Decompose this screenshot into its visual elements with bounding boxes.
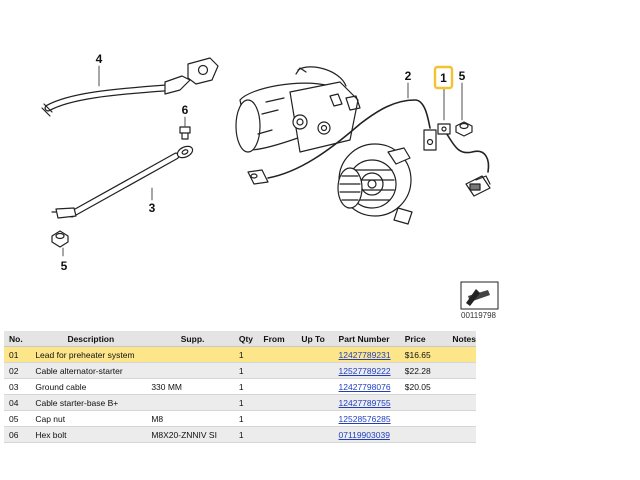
table-row[interactable]: 03 Ground cable 330 MM 1 12427798076 $20… [4,378,476,395]
cell-part-number: 12427798076 [333,378,400,395]
part-number-link[interactable]: 12527789222 [338,365,391,376]
part-number-link[interactable]: 12427798076 [338,381,391,392]
starter-motor [235,66,361,153]
cell-price: $22.28 [399,362,448,379]
part-5-cap-nut-left[interactable] [51,230,69,248]
cell-from [258,394,297,411]
cell-description: Ground cable [30,378,147,395]
cell-price: $20.05 [399,378,448,395]
header-part-number: Part Number [333,331,400,347]
cell-no: 05 [4,410,31,427]
cell-up-to [296,362,334,379]
cell-qty: 1 [233,362,259,379]
cell-description: Cap nut [30,410,147,427]
cell-notes [447,378,476,395]
callout-1[interactable]: 1 [440,71,447,85]
cell-up-to [296,426,334,443]
callout-6[interactable]: 6 [182,103,189,117]
header-price: Price [399,331,448,347]
cell-supp [146,346,234,363]
cell-part-number: 12427789755 [333,394,400,411]
cell-price: $16.65 [399,346,448,363]
cell-from [258,346,297,363]
callout-3[interactable]: 3 [149,201,156,215]
header-description: Description [30,331,147,347]
cell-notes [447,362,476,379]
part-1-lead-preheater[interactable] [437,123,491,197]
header-from: From [258,331,297,347]
cell-qty: 1 [233,426,259,443]
cell-no: 02 [4,362,31,379]
part-3-ground-cable[interactable] [51,144,194,219]
cell-from [258,410,297,427]
cell-notes [447,410,476,427]
header-supp: Supp. [146,331,234,347]
table-row[interactable]: 02 Cable alternator-starter 1 1252778922… [4,362,476,379]
cell-notes [447,394,476,411]
table-row[interactable]: 05 Cap nut M8 1 12528576285 [4,410,476,427]
cell-qty: 1 [233,394,259,411]
callout-1-highlight [433,65,454,90]
cell-price [399,394,448,411]
table-row[interactable]: 01 Lead for preheater system 1 124277892… [4,346,476,363]
cell-from [258,378,297,395]
table-row[interactable]: 04 Cable starter-base B+ 1 12427789755 [4,394,476,411]
callout-2[interactable]: 2 [405,69,412,83]
cell-notes [447,426,476,443]
cell-no: 04 [4,394,31,411]
table-row[interactable]: 06 Hex bolt M8X20-ZNNIV SI 1 07119903039 [4,426,476,443]
cell-description: Hex bolt [30,426,147,443]
part-number-link[interactable]: 07119903039 [338,429,390,440]
part-6-hex-bolt[interactable] [179,126,191,140]
callout-5-left[interactable]: 5 [61,259,68,273]
cell-up-to [296,346,334,363]
header-no: No. [4,331,31,347]
cell-price [399,426,448,443]
cell-up-to [296,378,334,395]
part-number-link[interactable]: 12528576285 [338,413,391,424]
cell-part-number: 12528576285 [333,410,400,427]
diagram-reference-number: 00119798 [461,311,496,320]
part-number-link[interactable]: 12427789231 [338,349,391,360]
cell-part-number: 12527789222 [333,362,400,379]
callout-4[interactable]: 4 [96,52,103,66]
cell-price [399,410,448,427]
cell-notes [447,346,476,363]
cell-supp: M8X20-ZNNIV SI [146,426,234,443]
cell-qty: 1 [233,410,259,427]
cell-supp: M8 [146,410,234,427]
cell-qty: 1 [233,346,259,363]
table-header-row: No. Description Supp. Qty From Up To Par… [4,331,476,347]
header-qty: Qty [233,331,259,347]
cell-up-to [296,394,334,411]
cell-supp: 330 MM [146,378,234,395]
cell-description: Lead for preheater system [30,346,147,363]
part-number-link[interactable]: 12427789755 [338,397,391,408]
part-4-cable[interactable] [41,57,219,117]
header-notes: Notes [447,331,476,347]
cell-no: 06 [4,426,31,443]
alternator [337,143,413,225]
cell-supp [146,394,234,411]
part-5-cap-nut-right[interactable] [455,121,473,137]
diagram-reference-icon [460,281,499,310]
header-up-to: Up To [296,331,334,347]
callout-5-right[interactable]: 5 [459,69,466,83]
cell-from [258,362,297,379]
cell-part-number: 07119903039 [333,426,400,443]
cell-no: 01 [4,346,31,363]
parts-diagram: 4 6 3 5 2 1 5 [41,52,499,310]
part-2-cable[interactable] [247,99,437,185]
cell-supp [146,362,234,379]
cell-up-to [296,410,334,427]
cell-description: Cable starter-base B+ [30,394,147,411]
cell-part-number: 12427789231 [333,346,400,363]
cell-description: Cable alternator-starter [30,362,147,379]
cell-no: 03 [4,378,31,395]
cell-qty: 1 [233,378,259,395]
parts-table: No. Description Supp. Qty From Up To Par… [4,331,476,443]
cell-from [258,426,297,443]
